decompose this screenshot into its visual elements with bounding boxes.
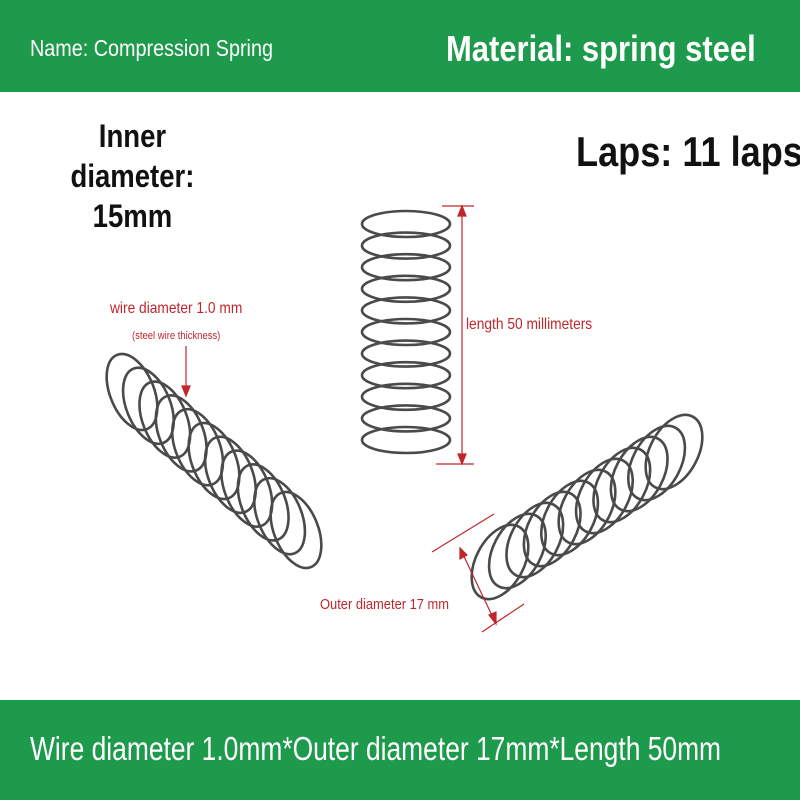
coil-loop — [557, 468, 617, 546]
coil-loop — [360, 296, 452, 325]
coil-loop — [539, 479, 600, 557]
spring-right — [470, 413, 704, 601]
outer-diameter-dimension — [431, 513, 525, 633]
coil-loop — [360, 317, 452, 347]
coil-loop — [487, 512, 548, 590]
coil-loop — [505, 501, 565, 579]
wire-diameter-arrow — [181, 346, 191, 398]
wire-diameter-label: wire diameter 1.0 mm — [110, 300, 243, 317]
coil-loop — [360, 425, 452, 455]
coil-loop — [360, 274, 452, 304]
coil-loop — [360, 209, 452, 239]
spring-left — [105, 352, 323, 570]
coil-loop — [360, 382, 452, 412]
coil-loop — [154, 394, 208, 473]
coil-loop — [592, 446, 652, 524]
coil-loop — [360, 252, 452, 282]
coil-loop — [220, 449, 274, 528]
length-label: length 50 millimeters — [466, 316, 593, 333]
coil-loop — [644, 413, 704, 491]
outer-diameter-label: Outer diameter 17 mm — [320, 596, 450, 613]
coil-loop — [360, 231, 452, 260]
coil-loop — [470, 523, 530, 601]
coil-loop — [121, 366, 176, 446]
footer-band: Wire diameter 1.0mm*Outer diameter 17mm*… — [0, 700, 800, 800]
inner-diameter-label: Inner diameter: — [70, 118, 195, 194]
coil-loop — [522, 490, 582, 568]
coil-loop — [574, 457, 635, 535]
coil-loop — [105, 352, 159, 432]
inner-diameter-value: 15mm — [92, 198, 173, 234]
coil-loop — [360, 339, 452, 368]
wire-thickness-note: (steel wire thickness) — [132, 330, 221, 342]
laps-spec: Laps: 11 laps — [576, 128, 800, 175]
coil-loop — [252, 476, 307, 556]
inner-diameter-spec: Inner diameter: 15mm — [40, 116, 225, 236]
product-name: Name: Compression Spring — [30, 35, 273, 61]
length-dimension — [436, 204, 474, 466]
spec-summary: Wire diameter 1.0mm*Outer diameter 17mm*… — [30, 730, 722, 767]
coil-loop — [626, 424, 687, 502]
coil-loop — [360, 404, 452, 433]
coil-loop — [138, 380, 192, 459]
material-label: Material: spring steel — [446, 28, 756, 69]
spring-vertical — [360, 209, 452, 455]
coil-loop — [187, 421, 241, 501]
coil-loop — [360, 360, 452, 390]
coil-loop — [269, 490, 323, 570]
coil-loop — [203, 435, 258, 515]
coil-loop — [236, 463, 290, 542]
coil-loop — [609, 435, 669, 513]
header-band: Name: Compression Spring Material: sprin… — [0, 0, 800, 92]
coil-loop — [170, 407, 225, 487]
